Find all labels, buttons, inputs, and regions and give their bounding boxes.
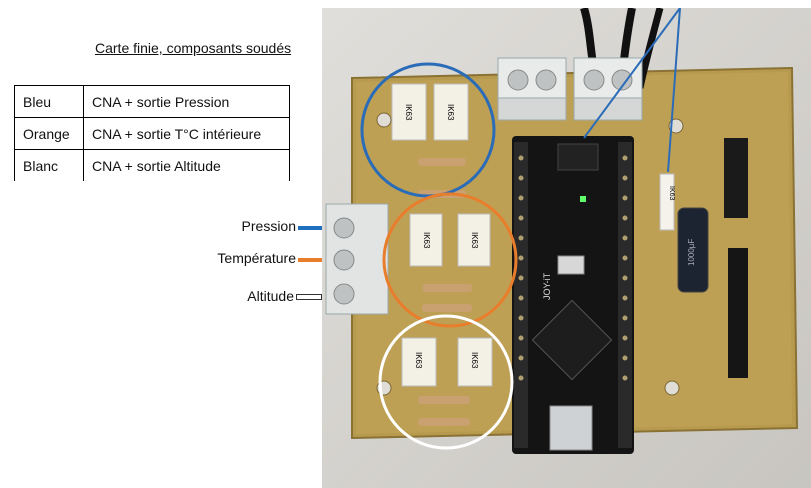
svg-text:IK63: IK63 <box>404 104 413 121</box>
board-photo: JOY-iT 1000µF IK63 IK63 IK63 IK63 IK63 I… <box>322 8 811 488</box>
svg-text:IK63: IK63 <box>414 352 423 369</box>
legend-desc-cell: CNA + sortie Pression <box>83 85 290 118</box>
mount-hole <box>664 380 680 396</box>
terminal-block-top-right <box>573 57 643 121</box>
usb-connector <box>549 405 593 451</box>
signal-line-pression <box>298 226 322 230</box>
legend-desc-cell: CNA + sortie T°C intérieure <box>83 117 290 150</box>
ik63-resistor-right: IK63 <box>659 173 675 231</box>
terminal-block-top-left <box>497 57 567 121</box>
svg-text:1000µF: 1000µF <box>687 239 696 266</box>
legend-color-cell: Blanc <box>14 149 84 181</box>
terminal-block-left <box>325 203 389 315</box>
signal-label-pression: Pression <box>241 218 296 234</box>
svg-text:IK63: IK63 <box>422 232 431 249</box>
table-row: Blanc CNA + sortie Altitude <box>14 149 290 181</box>
mcu-chip <box>531 299 613 381</box>
legend-table: Bleu CNA + sortie Pression Orange CNA + … <box>14 85 290 181</box>
table-row: Bleu CNA + sortie Pression <box>14 85 290 118</box>
white-circle-annotation <box>378 314 514 450</box>
orange-circle-annotation <box>382 192 518 328</box>
mcu-brand: JOY-iT <box>542 272 552 300</box>
signal-line-altitude <box>296 294 322 300</box>
header-right <box>724 138 748 378</box>
annotation-arrow <box>667 8 681 173</box>
page-title: Carte finie, composants soudés <box>95 40 292 56</box>
capacitor: 1000µF <box>677 207 709 293</box>
signal-label-altitude: Altitude <box>247 288 294 304</box>
legend-desc-cell: CNA + sortie Altitude <box>83 149 290 181</box>
arduino-nano: JOY-iT <box>512 136 634 454</box>
svg-text:IK63: IK63 <box>668 186 675 201</box>
signal-line-temperature <box>298 258 322 262</box>
svg-text:IK63: IK63 <box>470 352 479 369</box>
power-led <box>580 196 586 202</box>
component-group-white: IK63 IK63 <box>401 337 493 426</box>
reset-button <box>557 255 585 275</box>
blue-circle-annotation <box>360 62 496 198</box>
legend-color-cell: Orange <box>14 117 84 150</box>
mount-hole <box>376 112 392 128</box>
table-row: Orange CNA + sortie T°C intérieure <box>14 117 290 150</box>
component-group-orange: IK63 IK63 <box>409 213 491 312</box>
signal-label-temperature: Température <box>217 250 296 266</box>
component-group-blue: IK63 IK63 <box>391 83 469 198</box>
svg-text:IK63: IK63 <box>470 232 479 249</box>
svg-text:IK63: IK63 <box>446 104 455 121</box>
legend-color-cell: Bleu <box>14 85 84 118</box>
annotation-arrow <box>583 8 681 139</box>
